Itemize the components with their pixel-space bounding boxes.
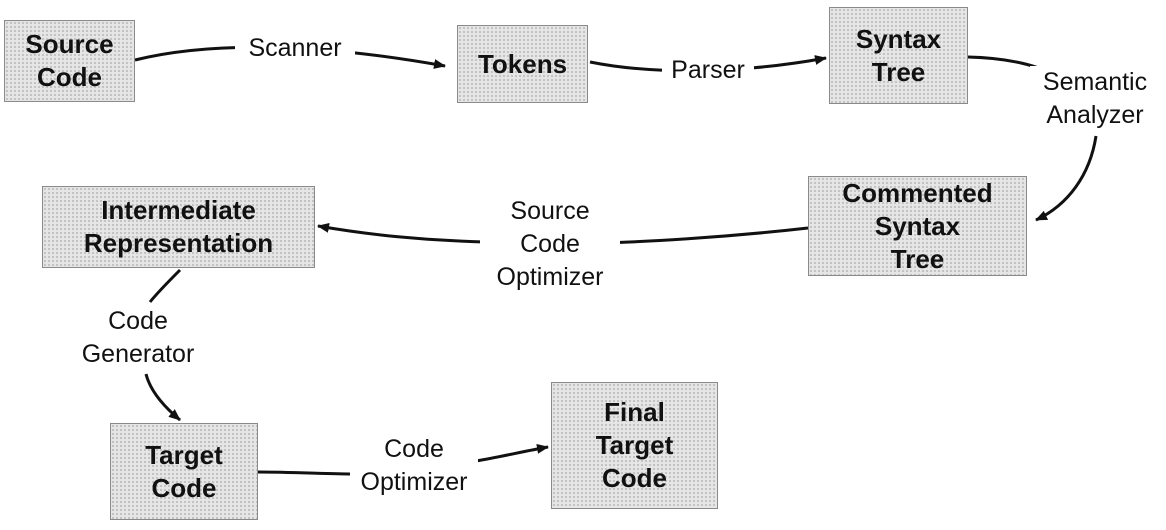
edge-label-text: Optimizer (360, 468, 468, 496)
node-text: Tokens (477, 48, 568, 79)
edge-label-text: Code (520, 230, 580, 258)
node-text: Final (604, 397, 665, 427)
node-source-code: Source Code (4, 20, 135, 102)
node-text: Intermediate (101, 195, 256, 225)
edge-label-text: Parser (671, 56, 745, 84)
node-text: Target (595, 430, 674, 460)
node-intermediate-representation: Intermediate Representation (42, 186, 315, 268)
edge-label-parser: Parser (662, 54, 754, 87)
edge-label-code-optimizer: Code Optimizer (350, 433, 478, 499)
node-syntax-tree: Syntax Tree (829, 7, 968, 104)
edge-label-semantic-analyzer: Semantic Analyzer (1030, 66, 1160, 132)
edge-label-text: Analyzer (1046, 101, 1144, 129)
node-text: Representation (83, 228, 274, 258)
node-text: Target (145, 439, 223, 470)
node-tokens: Tokens (457, 25, 588, 103)
node-text: Code (602, 463, 667, 493)
node-commented-syntax-tree: Commented Syntax Tree (808, 176, 1027, 276)
node-text: Code (37, 62, 102, 92)
edge-label-text: Source (510, 197, 590, 225)
node-text: Commented (842, 177, 993, 208)
edge-label-scanner: Scanner (235, 32, 355, 65)
node-text: Tree (890, 243, 945, 274)
node-text: Code (151, 472, 217, 503)
arrow-intermediate-to-target (144, 268, 180, 420)
edge-label-text: Optimizer (496, 263, 604, 291)
node-final-target-code: Final Target Code (551, 382, 718, 509)
edge-label-source-code-optimizer: Source Code Optimizer (480, 195, 620, 294)
edge-label-text: Code (108, 307, 168, 335)
edge-label-code-generator: Code Generator (68, 305, 208, 371)
edge-label-text: Generator (81, 340, 195, 368)
arrow-target-to-final (257, 447, 548, 476)
edge-label-text: Semantic (1042, 68, 1148, 96)
edge-label-text: Scanner (248, 34, 342, 62)
edge-label-text: Code (384, 435, 444, 463)
node-target-code: Target Code (110, 423, 258, 520)
node-text: Tree (871, 56, 926, 87)
node-text: Source (25, 29, 114, 59)
node-text: Syntax (855, 23, 942, 54)
node-text: Syntax (874, 210, 961, 241)
